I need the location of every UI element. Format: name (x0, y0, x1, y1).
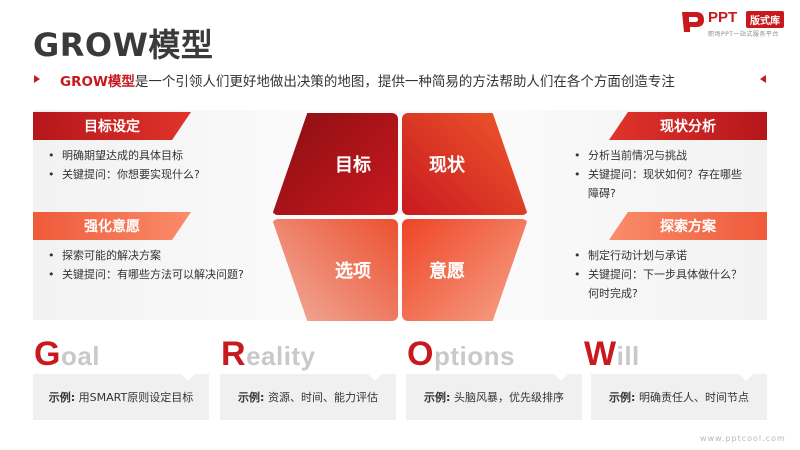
quadrant-options-label: 选项 (335, 261, 371, 282)
intro-line: GROW模型是一个引领人们更好地做出决策的地图，提供一种简易的方法帮助人们在各个… (0, 70, 800, 90)
example-goal: 示例: 用SMART原则设定目标 (33, 374, 209, 420)
quadrant-will: 意愿 (402, 219, 528, 321)
section-goal-list: 明确期望达成的具体目标 关键提问：你想要实现什么? (48, 146, 200, 184)
quadrant-will-label: 意愿 (429, 261, 465, 282)
word-goal-rest: oal (60, 341, 101, 371)
notch-marker (739, 374, 753, 381)
section-reality-title: 现状分析 (660, 119, 716, 135)
section-options-title: 强化意愿 (84, 219, 140, 235)
example-text: 用SMART原则设定目标 (78, 391, 194, 404)
brand-logo: PPT 版式库 职场PPT一站式服务平台 (680, 8, 795, 38)
word-options-rest: ptions (433, 341, 515, 371)
example-options: 示例: 头脑风暴，优先级排序 (406, 374, 582, 420)
page-title: GROW模型 (33, 26, 214, 64)
word-goal: Goal (34, 335, 100, 374)
list-item: 关键提问：有哪些方法可以解决问题? (48, 265, 244, 284)
word-goal-initial: G (34, 335, 61, 373)
section-will-title: 探索方案 (660, 219, 716, 235)
triangle-right-icon (34, 75, 40, 83)
list-item: 明确期望达成的具体目标 (48, 146, 200, 165)
word-reality-initial: R (221, 335, 247, 373)
triangle-left-icon (760, 75, 766, 83)
logo-mark-icon (682, 12, 704, 32)
intro-body: 是一个引领人们更好地做出决策的地图，提供一种简易的方法帮助人们在各个方面创造专注 (134, 74, 675, 90)
word-will: Will (584, 335, 640, 374)
list-item: 探索可能的解决方案 (48, 246, 244, 265)
example-text: 头脑风暴，优先级排序 (453, 391, 564, 404)
logo-tagline: 职场PPT一站式服务平台 (708, 31, 779, 38)
example-label: 示例: (609, 391, 636, 404)
quadrant-goal: 目标 (272, 113, 398, 215)
notch-marker (181, 374, 195, 381)
word-reality: Reality (221, 335, 316, 374)
list-item: 关键提问：你想要实现什么? (48, 165, 200, 184)
quadrant-reality: 现状 (402, 113, 528, 215)
section-options-list: 探索可能的解决方案 关键提问：有哪些方法可以解决问题? (48, 246, 244, 284)
example-label: 示例: (424, 391, 451, 404)
intro-keyword: GROW模型 (60, 74, 135, 90)
section-goal-title: 目标设定 (84, 119, 140, 135)
section-will-header: 探索方案 (609, 212, 767, 240)
grow-quadrant-diagram: 目标 现状 选项 意愿 (272, 113, 528, 321)
word-reality-rest: eality (246, 341, 316, 371)
section-will-list: 制定行动计划与承诺 关键提问：下一步具体做什么？ 何时完成? (574, 246, 742, 303)
section-options-header: 强化意愿 (33, 212, 191, 240)
notch-marker (368, 374, 382, 381)
word-options: Options (407, 335, 515, 374)
list-item: 关键提问：现状如何？存在哪些 (574, 165, 742, 184)
logo-brand-text: PPT (708, 9, 738, 26)
list-item: 关键提问：下一步具体做什么？ (574, 265, 742, 284)
word-will-initial: W (584, 335, 617, 373)
example-text: 资源、时间、能力评估 (267, 391, 378, 404)
section-reality-list: 分析当前情况与挑战 关键提问：现状如何？存在哪些 障碍? (574, 146, 742, 203)
example-label: 示例: (238, 391, 265, 404)
example-reality: 示例: 资源、时间、能力评估 (220, 374, 396, 420)
quadrant-options: 选项 (272, 219, 398, 321)
section-reality-header: 现状分析 (609, 112, 767, 140)
word-will-rest: ill (616, 341, 640, 371)
quadrant-goal-label: 目标 (335, 155, 371, 176)
logo-badge: 版式库 (746, 11, 784, 28)
section-goal-header: 目标设定 (33, 112, 191, 140)
list-item: 分析当前情况与挑战 (574, 146, 742, 165)
list-item-continuation: 障碍? (588, 187, 616, 200)
notch-marker (554, 374, 568, 381)
word-options-initial: O (407, 335, 434, 373)
intro-text: GROW模型是一个引领人们更好地做出决策的地图，提供一种简易的方法帮助人们在各个… (60, 70, 675, 90)
example-label: 示例: (48, 391, 76, 404)
list-item: 制定行动计划与承诺 (574, 246, 742, 265)
example-will: 示例: 明确责任人、时间节点 (591, 374, 767, 420)
list-item-continuation: 何时完成? (588, 287, 638, 300)
quadrant-reality-label: 现状 (429, 155, 465, 176)
footer-url: www.pptcool.com (700, 434, 786, 443)
example-text: 明确责任人、时间节点 (638, 391, 749, 404)
